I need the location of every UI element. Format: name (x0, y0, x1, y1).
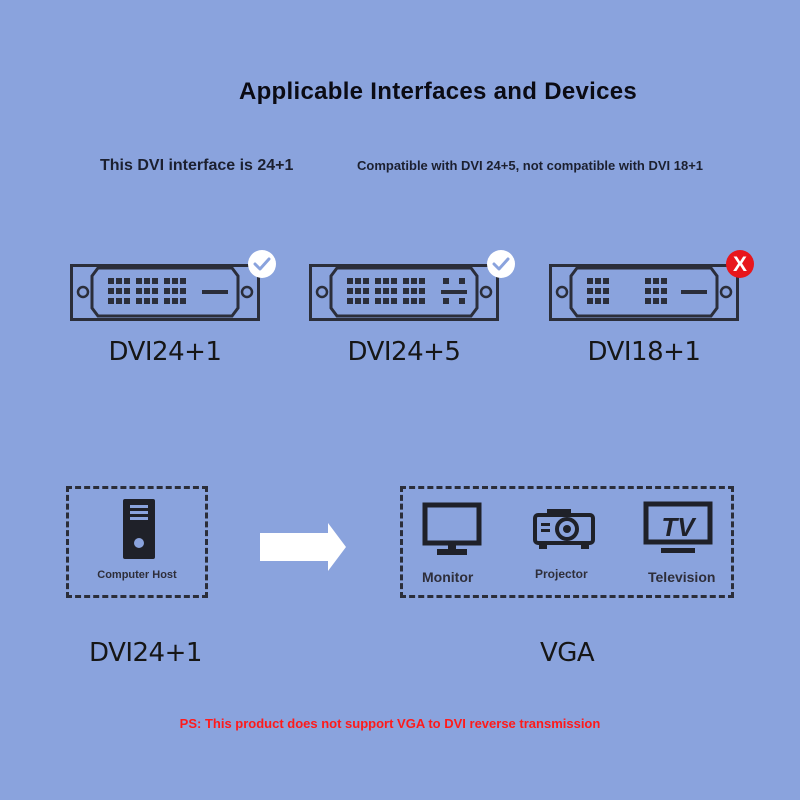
connector-label: DVI18+1 (587, 337, 701, 367)
device-label-projector: Projector (535, 567, 588, 581)
device-label-television: Television (648, 569, 716, 585)
compatibility-description: Compatible with DVI 24+5, not compatible… (357, 158, 704, 173)
target-port-label: VGA (540, 638, 595, 668)
reverse-transmission-note: PS: This product does not support VGA to… (179, 716, 601, 731)
tv-icon: TV (643, 501, 713, 557)
arrow-right-icon (260, 523, 350, 571)
x-circle-icon: X (725, 249, 755, 279)
check-circle-icon (247, 249, 277, 279)
tv-icon-text: TV (661, 512, 697, 542)
monitor-icon (421, 501, 483, 559)
dvi-24-1-connector-icon (70, 264, 260, 321)
connector-dvi24-1 (70, 246, 280, 326)
connector-dvi24-5 (309, 246, 519, 326)
interface-description: This DVI interface is 24+1 (100, 157, 294, 174)
connector-dvi18-1 (549, 246, 759, 326)
target-devices-box: Monitor Projector TV Television (400, 486, 734, 598)
source-device-label: Computer Host (97, 569, 177, 581)
source-port-label: DVI24+1 (89, 638, 202, 668)
dvi-18-1-connector-icon (549, 264, 739, 321)
computer-tower-icon (121, 497, 157, 561)
x-glyph: X (733, 253, 747, 276)
check-circle-icon (486, 249, 516, 279)
connector-label: DVI24+5 (347, 337, 461, 367)
connector-label: DVI24+1 (108, 337, 222, 367)
device-label-monitor: Monitor (422, 569, 474, 585)
dvi-24-5-connector-icon (309, 264, 499, 321)
page-title: Applicable Interfaces and Devices (238, 78, 638, 105)
source-device-box: Computer Host (66, 486, 208, 598)
projector-icon (533, 507, 595, 551)
